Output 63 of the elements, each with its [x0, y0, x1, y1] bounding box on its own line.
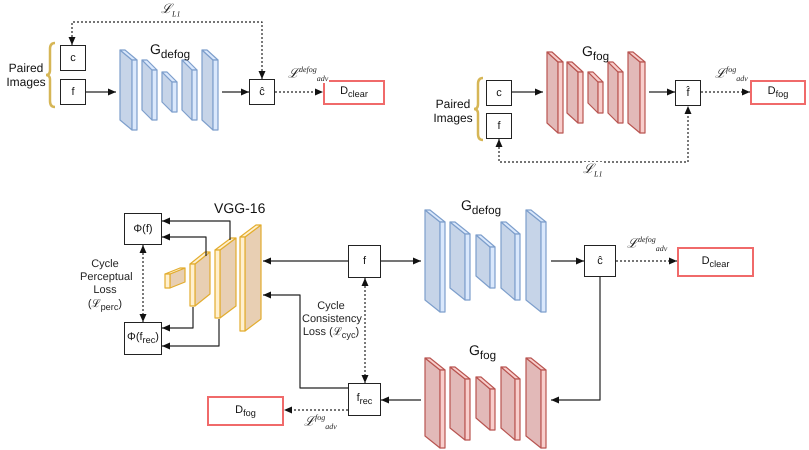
network-title: VGG-16 [214, 200, 266, 216]
image-box [486, 113, 512, 139]
network-title: G$_{defog}$ [461, 197, 502, 217]
arrow [162, 307, 194, 332]
arrow [496, 106, 692, 163]
arrow [284, 406, 348, 414]
node-label: D$_{clear}$ [340, 85, 368, 100]
arrow [263, 258, 348, 264]
image-box [675, 80, 701, 106]
arrow [381, 396, 421, 404]
edge-label: Cycle Consistency Loss (ℒ$_{cyc}$) [302, 300, 360, 342]
node-label: c [496, 86, 502, 100]
image-box [124, 322, 162, 355]
image-box [486, 80, 512, 106]
node-label: D$_{clear}$ [702, 254, 730, 270]
arrow [649, 88, 675, 96]
node-label: f̂ [686, 86, 690, 100]
node-label: ĉ [259, 86, 265, 98]
image-box [249, 79, 275, 105]
arrow [140, 245, 146, 322]
arrow [263, 292, 348, 389]
network-title: G$_{fog}$ [469, 342, 496, 362]
node-label: ĉ [597, 254, 603, 268]
node-label: Φ(f) [133, 222, 153, 236]
discriminator-box [750, 80, 806, 105]
arrow [275, 88, 323, 96]
network-title: G$_{defog}$ [150, 41, 190, 61]
group-label: Paired Images [432, 98, 474, 126]
arrow [616, 258, 677, 264]
arrow [162, 234, 207, 256]
network-title: G$_{fog}$ [582, 43, 610, 63]
arrow [381, 258, 421, 264]
node-label: f [71, 86, 75, 98]
node-label: c [70, 52, 76, 64]
arrow [162, 218, 231, 240]
image-box [348, 383, 381, 416]
arrow [222, 88, 249, 96]
node-label: Φ(f$_{rec}$) [127, 331, 159, 346]
arrow [551, 258, 584, 264]
arrow [551, 277, 601, 404]
discriminator-box [677, 247, 754, 277]
edge-label: ℒ$_{L1}$ [160, 2, 182, 19]
arrow [162, 319, 220, 350]
image-box [584, 245, 616, 277]
image-box [60, 79, 86, 105]
edge-label: Cycle Perceptual Loss (ℒ$_{perc}$) [80, 258, 130, 313]
arrow [701, 88, 750, 96]
image-box [60, 45, 86, 71]
node-label: D$_{fog}$ [235, 404, 256, 418]
discriminator-box [207, 396, 284, 426]
image-box [348, 245, 381, 278]
node-label: f [362, 255, 366, 268]
arrow [512, 88, 543, 96]
node-label: f [497, 120, 501, 132]
node-label: f$_{rec}$ [356, 392, 372, 407]
group-label: Paired Images [5, 62, 47, 90]
arrow [68, 21, 266, 79]
discriminator-box [323, 80, 385, 105]
image-box [124, 213, 162, 245]
arrow [86, 88, 116, 96]
node-label: D$_{fog}$ [768, 85, 788, 100]
edge-label: ℒ$_{L1}$ [582, 162, 604, 179]
arrow [362, 278, 368, 383]
